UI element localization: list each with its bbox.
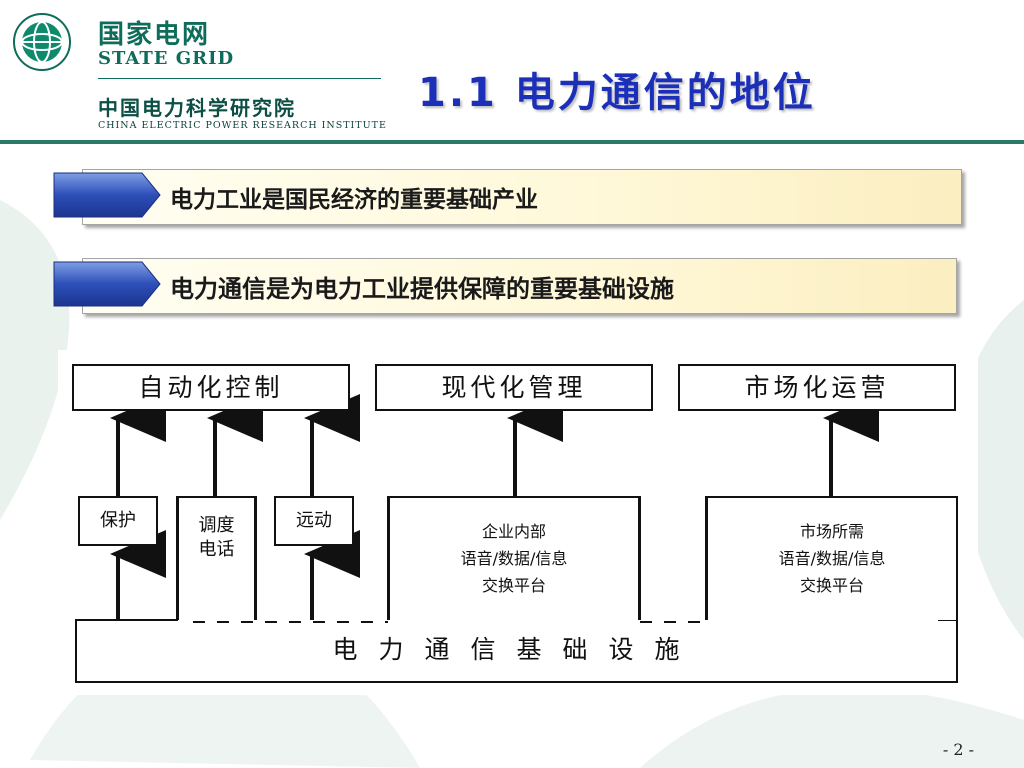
enterprise-line-1: 企业内部 — [481, 522, 546, 541]
telecontrol-label: 远动 — [296, 510, 332, 531]
telecontrol-box: 远动 — [274, 496, 354, 546]
brand-name-cn: 国家电网 — [98, 20, 211, 50]
market-line-2: 语音/数据/信息 — [778, 549, 886, 568]
slide-title: 1.1 电力通信的地位 — [418, 70, 816, 116]
enterprise-exchange-box: 企业内部 语音/数据/信息 交换平台 — [388, 496, 640, 620]
communication-infrastructure-base: 电力通信基础设施 — [75, 620, 958, 683]
market-operation-label: 市场化运营 — [744, 373, 890, 402]
market-line-1: 市场所需 — [799, 522, 864, 541]
enterprise-line-2: 语音/数据/信息 — [460, 549, 568, 568]
protection-box: 保护 — [78, 496, 158, 546]
blue-arrow-icon — [53, 261, 161, 307]
bullet-text-1: 电力工业是国民经济的重要基础产业 — [170, 187, 538, 213]
institute-name-en: CHINA ELECTRIC POWER RESEARCH INSTITUTE — [98, 120, 387, 131]
enterprise-line-3: 交换平台 — [481, 576, 546, 595]
bullet-bar — [82, 169, 962, 225]
phone-label: 电话 — [198, 539, 235, 560]
state-grid-globe-icon — [13, 13, 71, 71]
protection-label: 保护 — [100, 510, 136, 531]
bullet-banner-2: 电力通信是为电力工业提供保障的重要基础设施 — [52, 254, 957, 314]
bullet-text-2: 电力通信是为电力工业提供保障的重要基础设施 — [170, 275, 674, 303]
dispatch-phone-box: 调度 电话 — [177, 496, 256, 620]
market-exchange-box: 市场所需 语音/数据/信息 交换平台 — [706, 496, 958, 620]
modern-management-box: 现代化管理 — [375, 364, 653, 411]
header-rule — [0, 140, 1024, 144]
base-label: 电力通信基础设施 — [332, 635, 701, 664]
bullet-banner-1: 电力工业是国民经济的重要基础产业 — [52, 165, 962, 225]
communication-diagram: 自动化控制 现代化管理 市场化运营 保护 调度 电话 远动 企业内部 语音/数据… — [58, 350, 978, 695]
modern-management-label: 现代化管理 — [441, 373, 587, 402]
blue-arrow-icon — [53, 172, 161, 218]
automation-control-label: 自动化控制 — [138, 373, 284, 402]
market-line-3: 交换平台 — [799, 576, 864, 595]
bullet-bar — [82, 258, 957, 314]
institute-name-cn: 中国电力科学研究院 — [98, 96, 296, 120]
brand-divider — [98, 78, 381, 79]
page-number: - 2 - — [942, 740, 974, 759]
market-operation-box: 市场化运营 — [678, 364, 956, 411]
automation-control-box: 自动化控制 — [72, 364, 350, 411]
brand-name-en: STATE GRID — [98, 48, 235, 69]
dispatch-label: 调度 — [198, 515, 235, 536]
